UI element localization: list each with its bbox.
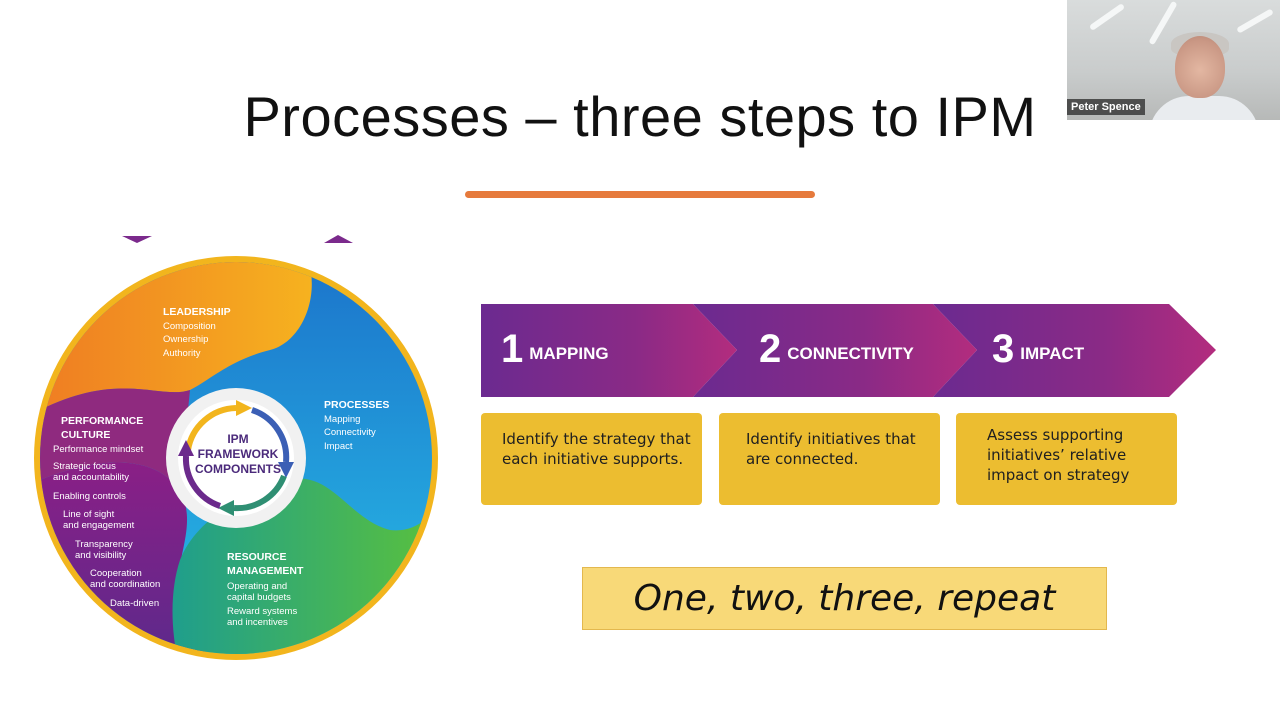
step-1-name: MAPPING [529, 344, 609, 363]
resource-management-label: RESOURCE MANAGEMENT Operating and capita… [227, 551, 304, 628]
participant-video-thumbnail[interactable]: Peter Spence [1067, 0, 1280, 120]
center-disc [178, 400, 294, 516]
step-2-chevron [693, 304, 977, 397]
step-3-name: IMPACT [1020, 344, 1085, 363]
participant-name-tag: Peter Spence [1067, 99, 1145, 115]
step-2-description: Identify initiatives that are connected. [719, 413, 940, 505]
step-2-number: 2 [759, 326, 782, 371]
ceiling-light [1236, 8, 1274, 34]
ceiling-light [1088, 3, 1126, 31]
cycle-arrow-yellow-head [236, 400, 252, 416]
steps-banner: 1 MAPPING 2 CONNECTIVITY 3 IMPACT [481, 304, 1216, 397]
step-3-label: 3 IMPACT [992, 324, 1084, 374]
cycle-arrow-purple-head [178, 440, 194, 456]
step-2-label: 2 CONNECTIVITY [759, 324, 914, 374]
steps-banner-graphic [481, 304, 1216, 397]
cycle-arrow-yellow [185, 405, 237, 451]
top-left-tab [122, 236, 152, 243]
participant-head [1175, 36, 1225, 98]
slide-title: Processes – three steps to IPM [243, 85, 1037, 148]
ipm-framework-wheel: IPM FRAMEWORK COMPONENTS LEADERSHIP Comp… [30, 230, 445, 670]
cycle-arrow-blue-head [278, 462, 294, 478]
step-3-number: 3 [992, 326, 1015, 371]
step-1-number: 1 [501, 326, 524, 371]
performance-culture-label: PERFORMANCE CULTURE [61, 415, 144, 441]
performance-culture-top [40, 388, 190, 490]
step-1-chevron [481, 304, 737, 397]
cycle-arrow-blue [250, 407, 290, 463]
cycle-arrow-purple [182, 455, 222, 509]
top-right-tab [324, 235, 353, 243]
processes-label: PROCESSES Mapping Connectivity Impact [324, 399, 390, 452]
step-1-description: Identify the strategy that each initiati… [481, 413, 702, 505]
framework-wheel-graphic [34, 235, 438, 660]
cycle-arrow-green-head [218, 500, 234, 516]
participant-shoulders [1149, 96, 1259, 120]
step-3-description: Assess supporting initiatives’ relative … [956, 413, 1177, 505]
step-3-chevron [933, 304, 1216, 397]
cycle-arrow-green [233, 474, 287, 512]
leadership-label: LEADERSHIP Composition Ownership Authori… [163, 306, 231, 359]
title-underline [465, 191, 815, 198]
step-1-label: 1 MAPPING [501, 324, 609, 374]
tagline-box: One, two, three, repeat [582, 567, 1107, 630]
wheel-center-label: IPM FRAMEWORK COMPONENTS [194, 432, 281, 476]
step-2-name: CONNECTIVITY [787, 344, 914, 363]
